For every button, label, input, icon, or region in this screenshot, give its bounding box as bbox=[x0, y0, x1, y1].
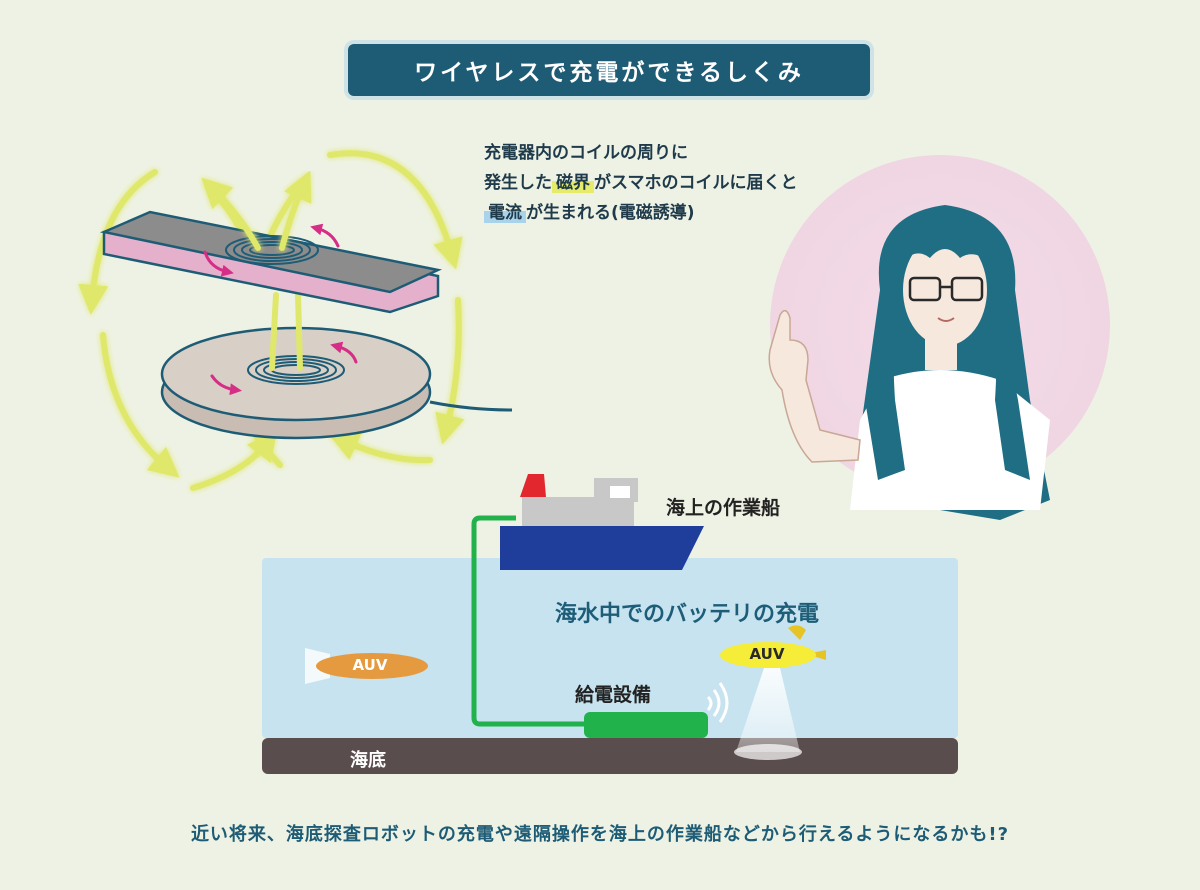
charger-cord bbox=[429, 400, 513, 412]
beam-spot bbox=[734, 744, 802, 760]
label-auv-left: AUV bbox=[352, 656, 388, 674]
explanation-line-1: 充電器内のコイルの周りに bbox=[484, 143, 688, 163]
explanation-line-2-after: がスマホのコイルに届くと bbox=[594, 173, 798, 193]
charging-station bbox=[584, 712, 708, 738]
phone-body bbox=[99, 210, 443, 294]
explanation-line-3: 電流が生まれる(電磁誘導) bbox=[484, 198, 944, 228]
label-charging-station: 給電設備 bbox=[575, 684, 652, 706]
power-cable bbox=[471, 515, 588, 727]
sea-water bbox=[262, 558, 958, 738]
current-arrows bbox=[203, 223, 358, 396]
presenter-woman bbox=[768, 155, 1110, 520]
explanation-line-2-before: 発生した bbox=[484, 173, 552, 193]
ship-funnel bbox=[520, 474, 546, 497]
label-ship: 海上の作業船 bbox=[666, 497, 781, 519]
field-lines-upper bbox=[201, 170, 312, 251]
charger-pad bbox=[160, 326, 513, 440]
smartphone bbox=[99, 210, 443, 314]
glasses-icon bbox=[908, 276, 984, 302]
auv-left bbox=[305, 648, 428, 684]
page-title: ワイヤレスで充電ができるしくみ bbox=[348, 44, 870, 96]
field-lines-center bbox=[269, 292, 303, 371]
label-sea: 海水中でのバッテリの充電 bbox=[555, 602, 820, 627]
mouth bbox=[937, 317, 955, 322]
hair-left-lock bbox=[865, 262, 905, 480]
ship-window bbox=[610, 486, 630, 498]
highlight-magnetic-field: 磁界 bbox=[552, 173, 594, 193]
pointing-hand bbox=[768, 309, 861, 463]
auv-right bbox=[720, 625, 826, 668]
explanation-line-3-after: が生まれる(電磁誘導) bbox=[526, 203, 695, 223]
label-auv-right: AUV bbox=[749, 645, 785, 663]
signal-waves-icon bbox=[706, 682, 729, 723]
highlight-current: 電流 bbox=[484, 203, 526, 223]
footer-caption: 近い将来、海底探査ロボットの充電や遠隔操作を海上の作業船などから行えるようになる… bbox=[190, 824, 1010, 845]
bangs bbox=[900, 220, 992, 265]
explanation-line-2: 発生した磁界がスマホのコイルに届くと bbox=[484, 168, 944, 198]
explanation-text: 充電器内のコイルの周りに 発生した磁界がスマホのコイルに届くと 電流が生まれる(… bbox=[484, 138, 944, 228]
phone-coil-icon bbox=[225, 235, 319, 265]
light-beam bbox=[736, 668, 800, 752]
label-seabed: 海底 bbox=[350, 750, 386, 771]
face bbox=[903, 234, 987, 346]
work-ship bbox=[500, 474, 704, 570]
ship-hull bbox=[500, 526, 704, 570]
hair-right-lock bbox=[990, 262, 1030, 480]
